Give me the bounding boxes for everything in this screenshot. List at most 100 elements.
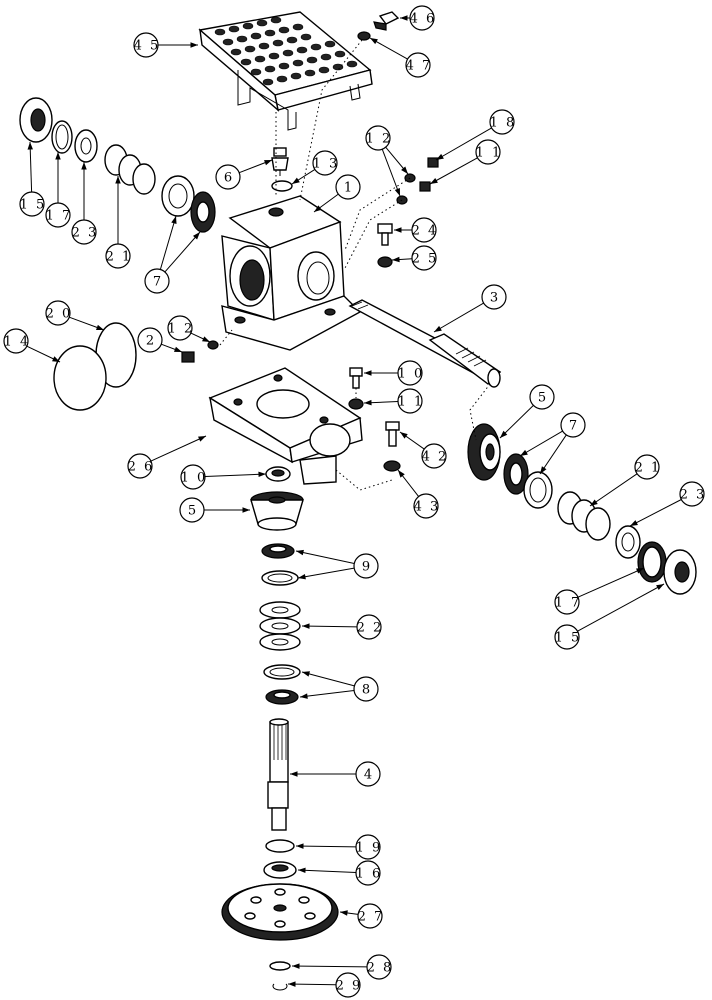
callout-label: 2 3 bbox=[680, 488, 707, 503]
callout-13: 1 3 bbox=[291, 150, 340, 185]
callout-label: 1 1 bbox=[476, 146, 503, 161]
callout-label: 4 2 bbox=[422, 450, 449, 465]
callout-label: 2 5 bbox=[412, 252, 439, 267]
bolt-42-part bbox=[385, 421, 400, 447]
callout-46: 4 6 bbox=[400, 5, 435, 31]
bearing-7-right-part bbox=[503, 453, 553, 509]
bearing-9-part bbox=[261, 543, 299, 586]
callout-label: 1 7 bbox=[46, 209, 73, 224]
callout-12a: 1 2 bbox=[365, 125, 409, 197]
callout-circle bbox=[71, 219, 97, 245]
leader-line bbox=[381, 149, 401, 197]
callout-circle bbox=[105, 243, 131, 269]
leader-line bbox=[297, 567, 355, 579]
callout-10a: 1 0 bbox=[364, 360, 425, 386]
callout-circle bbox=[365, 125, 391, 151]
callout-circle bbox=[560, 412, 586, 438]
leader-arrowhead bbox=[401, 166, 408, 174]
callout-23b: 2 3 bbox=[629, 481, 707, 527]
leader-line bbox=[295, 550, 355, 564]
leader-line bbox=[435, 127, 492, 161]
callout-label: 1 1 bbox=[398, 395, 425, 410]
callout-circle bbox=[45, 202, 71, 228]
callout-circle bbox=[397, 360, 423, 386]
leader-line bbox=[499, 405, 534, 439]
leader-line bbox=[301, 625, 358, 628]
leader-arrowhead bbox=[400, 15, 408, 21]
callout-17b: 1 7 bbox=[554, 567, 645, 615]
callout-17a: 1 7 bbox=[45, 152, 73, 228]
callout-12b: 1 2 bbox=[167, 315, 211, 343]
callout-label: 2 0 bbox=[46, 307, 73, 322]
callout-5a: 5 bbox=[179, 497, 250, 523]
leader-line bbox=[150, 435, 207, 462]
callout-label: 1 3 bbox=[313, 157, 340, 172]
callout-label: 1 2 bbox=[168, 322, 195, 337]
bolt-10-upper-part bbox=[349, 367, 363, 389]
leader-arrowhead bbox=[370, 38, 378, 45]
callout-label: 1 0 bbox=[181, 471, 208, 486]
callout-label: 1 7 bbox=[555, 596, 582, 611]
leader-line bbox=[519, 430, 563, 457]
leader-arrowhead bbox=[258, 471, 266, 478]
washer-28-part bbox=[269, 961, 291, 971]
callout-circle bbox=[335, 174, 361, 200]
callout-circle bbox=[355, 834, 381, 860]
leader-arrowhead bbox=[300, 693, 308, 699]
leader-line bbox=[577, 567, 645, 598]
callout-label: 2 7 bbox=[358, 910, 385, 925]
leader-arrowhead bbox=[52, 356, 60, 362]
callout-circle bbox=[137, 327, 163, 353]
callout-18: 1 8 bbox=[435, 109, 515, 161]
callout-10b: 1 0 bbox=[180, 464, 267, 490]
callout-21b: 2 1 bbox=[589, 454, 662, 507]
leader-line bbox=[433, 302, 484, 333]
callout-7a: 7 bbox=[144, 215, 201, 294]
leader-arrowhead bbox=[292, 177, 300, 184]
leader-line bbox=[159, 215, 177, 270]
upper-left-seal-stack bbox=[19, 97, 216, 233]
callout-circle bbox=[215, 164, 241, 190]
callout-label: 1 0 bbox=[398, 367, 425, 382]
callout-label: 4 7 bbox=[406, 59, 433, 74]
assembly-dotted-lines bbox=[219, 39, 491, 491]
leader-arrowhead bbox=[656, 584, 664, 591]
callout-28: 2 8 bbox=[291, 954, 392, 980]
callout-circle bbox=[397, 388, 423, 414]
output-shaft-part bbox=[267, 718, 289, 831]
leader-line bbox=[301, 671, 355, 687]
washer-12-left-part bbox=[207, 340, 219, 350]
callout-label: 5 bbox=[188, 504, 198, 519]
callout-circle bbox=[413, 493, 439, 519]
leader-arrowhead bbox=[302, 623, 310, 629]
callout-15a: 1 5 bbox=[19, 141, 45, 217]
callout-circle bbox=[405, 52, 431, 78]
leader-line bbox=[297, 869, 357, 873]
leader-arrowhead bbox=[364, 399, 372, 406]
callout-16: 1 6 bbox=[297, 860, 381, 886]
washer-11-lower-part bbox=[348, 398, 364, 410]
callout-14: 1 4 bbox=[3, 328, 61, 363]
callout-9: 9 bbox=[295, 549, 379, 580]
callout-circle bbox=[45, 300, 71, 326]
bolt-2-part bbox=[181, 351, 195, 363]
plug-11-part bbox=[419, 181, 431, 192]
callout-circle bbox=[481, 284, 507, 310]
washer-25-part bbox=[377, 256, 393, 268]
callout-label: 4 bbox=[364, 768, 374, 783]
nut-10-part bbox=[265, 466, 291, 482]
callout-label: 2 1 bbox=[635, 461, 662, 476]
leader-line bbox=[164, 231, 201, 273]
leader-arrowhead bbox=[436, 153, 444, 160]
leader-line bbox=[429, 157, 478, 185]
callout-circle bbox=[179, 497, 205, 523]
callout-circle bbox=[421, 443, 447, 469]
leader-arrowhead bbox=[288, 981, 296, 987]
bolt-24-part bbox=[377, 223, 393, 246]
leader-line bbox=[629, 499, 682, 527]
leader-arrowhead bbox=[27, 142, 33, 150]
callout-24: 2 4 bbox=[394, 217, 437, 243]
leader-arrowhead bbox=[400, 432, 408, 439]
